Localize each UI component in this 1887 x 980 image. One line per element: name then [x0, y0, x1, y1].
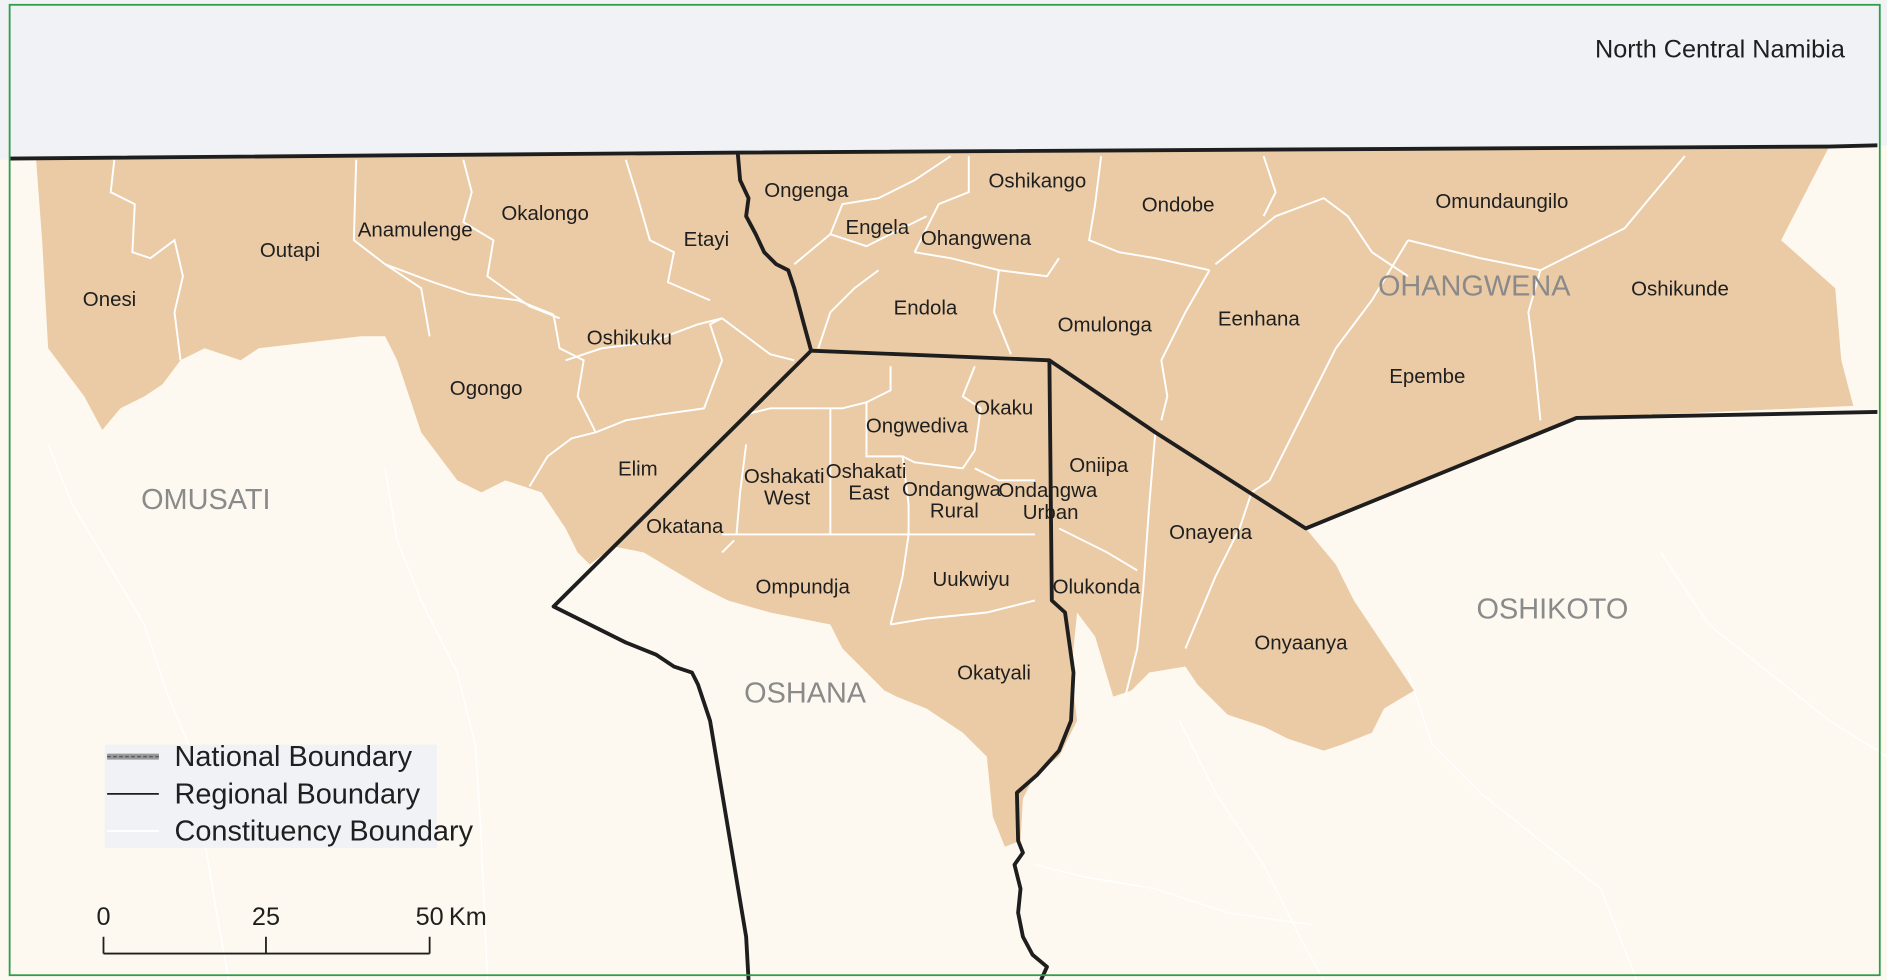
label-oniipa: Oniipa	[1069, 455, 1129, 477]
label-olukonda: Olukonda	[1053, 576, 1141, 598]
label-omundaungilo: Omundaungilo	[1435, 191, 1568, 213]
label-oshakati-east: Oshakati East	[826, 461, 912, 505]
label-eenhana: Eenhana	[1218, 308, 1300, 330]
label-ongwediva: Ongwediva	[866, 415, 969, 437]
label-onyaanya: Onyaanya	[1254, 633, 1348, 655]
label-ondobe: Ondobe	[1142, 194, 1215, 216]
label-okatyali: Okatyali	[957, 663, 1031, 685]
label-endola: Endola	[894, 298, 958, 320]
region-label-omusati: OMUSATI	[141, 484, 270, 516]
label-elim: Elim	[618, 459, 658, 481]
scale-tick-25: 25	[252, 903, 280, 931]
constituency-boundaries	[109, 155, 1686, 697]
label-ompundja: Ompundja	[756, 576, 851, 598]
label-engela: Engela	[845, 217, 909, 239]
label-ongenga: Ongenga	[764, 180, 849, 202]
scale-tick-50: 50	[416, 903, 444, 931]
legend-label-national: National Boundary	[174, 741, 412, 773]
label-uukwiyu: Uukwiyu	[933, 569, 1010, 591]
legend-label-regional: Regional Boundary	[174, 778, 420, 810]
label-omulonga: Omulonga	[1058, 314, 1153, 336]
scale-tick-0: 0	[96, 903, 110, 931]
regional-boundaries	[551, 152, 1878, 980]
label-ondangwa-urban: Ondangwa Urban	[998, 480, 1103, 524]
label-oshakati-east-line2: East	[848, 483, 889, 505]
label-okatana: Okatana	[646, 516, 724, 538]
label-ohangwena: Ohangwena	[921, 228, 1032, 250]
label-onesi: Onesi	[83, 289, 136, 311]
national-boundary	[9, 143, 1878, 161]
label-etayi: Etayi	[684, 229, 729, 251]
label-onayena: Onayena	[1169, 522, 1253, 544]
label-okaku: Okaku	[974, 397, 1033, 419]
label-oshikunde: Oshikunde	[1631, 278, 1729, 300]
label-oshakati-west: Oshakati West	[744, 466, 830, 510]
constituency-area	[36, 146, 1854, 847]
label-ondangwa-rural-line1: Ondangwa	[902, 479, 1002, 501]
label-anamulenge: Anamulenge	[358, 220, 473, 242]
label-oshakati-west-line1: Oshakati	[744, 466, 825, 488]
label-ondangwa-urban-line1: Ondangwa	[998, 480, 1098, 502]
label-oshikango: Oshikango	[988, 170, 1086, 192]
label-epembe: Epembe	[1389, 366, 1465, 388]
northern-band	[0, 0, 1887, 160]
label-oshikuku: Oshikuku	[587, 328, 672, 350]
legend: National Boundary Regional Boundary Cons…	[104, 741, 474, 848]
map-title: North Central Namibia	[1595, 36, 1846, 64]
label-oshakati-west-line2: West	[764, 487, 811, 509]
region-label-oshikoto: OSHIKOTO	[1476, 594, 1628, 626]
label-outapi: Outapi	[260, 240, 320, 262]
label-ogongo: Ogongo	[450, 378, 523, 400]
legend-box	[104, 744, 437, 848]
region-label-ohangwena: OHANGWENA	[1378, 270, 1571, 302]
region-label-oshana: OSHANA	[744, 678, 867, 710]
constituency-labels: Onesi Outapi Anamulenge Okalongo Etayi O…	[83, 170, 1729, 684]
outside-constituency-lines	[47, 444, 1887, 980]
label-okalongo: Okalongo	[501, 203, 589, 225]
label-ondangwa-rural-line2: Rural	[930, 501, 979, 523]
label-oshakati-east-line1: Oshakati	[826, 461, 907, 483]
map-border	[8, 3, 1881, 977]
label-ondangwa-rural: Ondangwa Rural	[902, 479, 1007, 523]
scale-bar: 0 25 50 Km	[96, 903, 487, 955]
label-ondangwa-urban-line2: Urban	[1023, 502, 1079, 524]
legend-label-constituency: Constituency Boundary	[174, 816, 473, 848]
scale-unit: Km	[449, 903, 487, 931]
